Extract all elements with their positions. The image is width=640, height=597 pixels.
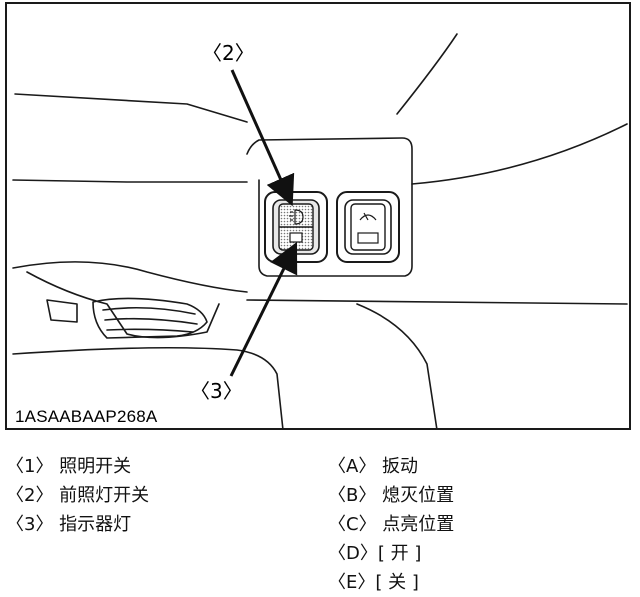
legend-left-column: 〈1〉 照明开关 〈2〉 前照灯开关 〈3〉 指示器灯 (6, 452, 149, 539)
dash-top-curve (396, 33, 458, 115)
wiper-switch (336, 191, 400, 263)
vent-slot (46, 299, 78, 323)
vent-grille (92, 297, 208, 339)
headlight-switch-icon (289, 209, 304, 225)
console-right-curve (356, 303, 438, 428)
callout-arrow-bottom (229, 241, 298, 377)
console-floor-edge (246, 299, 628, 305)
figure-id: 1ASAABAAP268A (15, 407, 158, 426)
legend-right-column: 〈A〉 扳动 〈B〉 熄灭位置 〈C〉 点亮位置 〈D〉[ 开 ] 〈E〉[ 关… (328, 452, 454, 597)
console-left-curve (12, 346, 284, 428)
diagram-figure: 〈2〉 〈3〉 1ASAABAAP268A (5, 2, 631, 430)
legend-item: 〈3〉 指示器灯 (6, 514, 132, 535)
wiper-switch-icon (359, 212, 377, 221)
legend-item: 〈1〉 照明开关 (6, 456, 132, 477)
dash-upper-edge (14, 93, 248, 123)
dash-top-right-edge (411, 123, 628, 185)
dashboard-line-drawing: 〈2〉 〈3〉 1ASAABAAP268A (12, 33, 628, 428)
legend-item: 〈A〉 扳动 (328, 456, 419, 477)
callout-label-top: 〈2〉 (202, 41, 255, 65)
dash-mid-edge (12, 179, 248, 183)
legend-item: 〈2〉 前照灯开关 (6, 485, 150, 506)
legend-item: 〈C〉 点亮位置 (328, 514, 455, 535)
headlight-switch (264, 191, 328, 263)
legend-item: 〈D〉[ 开 ] (328, 543, 422, 564)
callout-arrow-top (230, 69, 295, 207)
callout-label-bottom: 〈3〉 (190, 379, 243, 403)
switch-housing-outline (246, 137, 413, 277)
vent-outline (26, 271, 220, 339)
console-lower-edge (12, 261, 248, 293)
legend-item: 〈B〉 熄灭位置 (328, 485, 455, 506)
legend-item: 〈E〉[ 关 ] (328, 572, 419, 593)
